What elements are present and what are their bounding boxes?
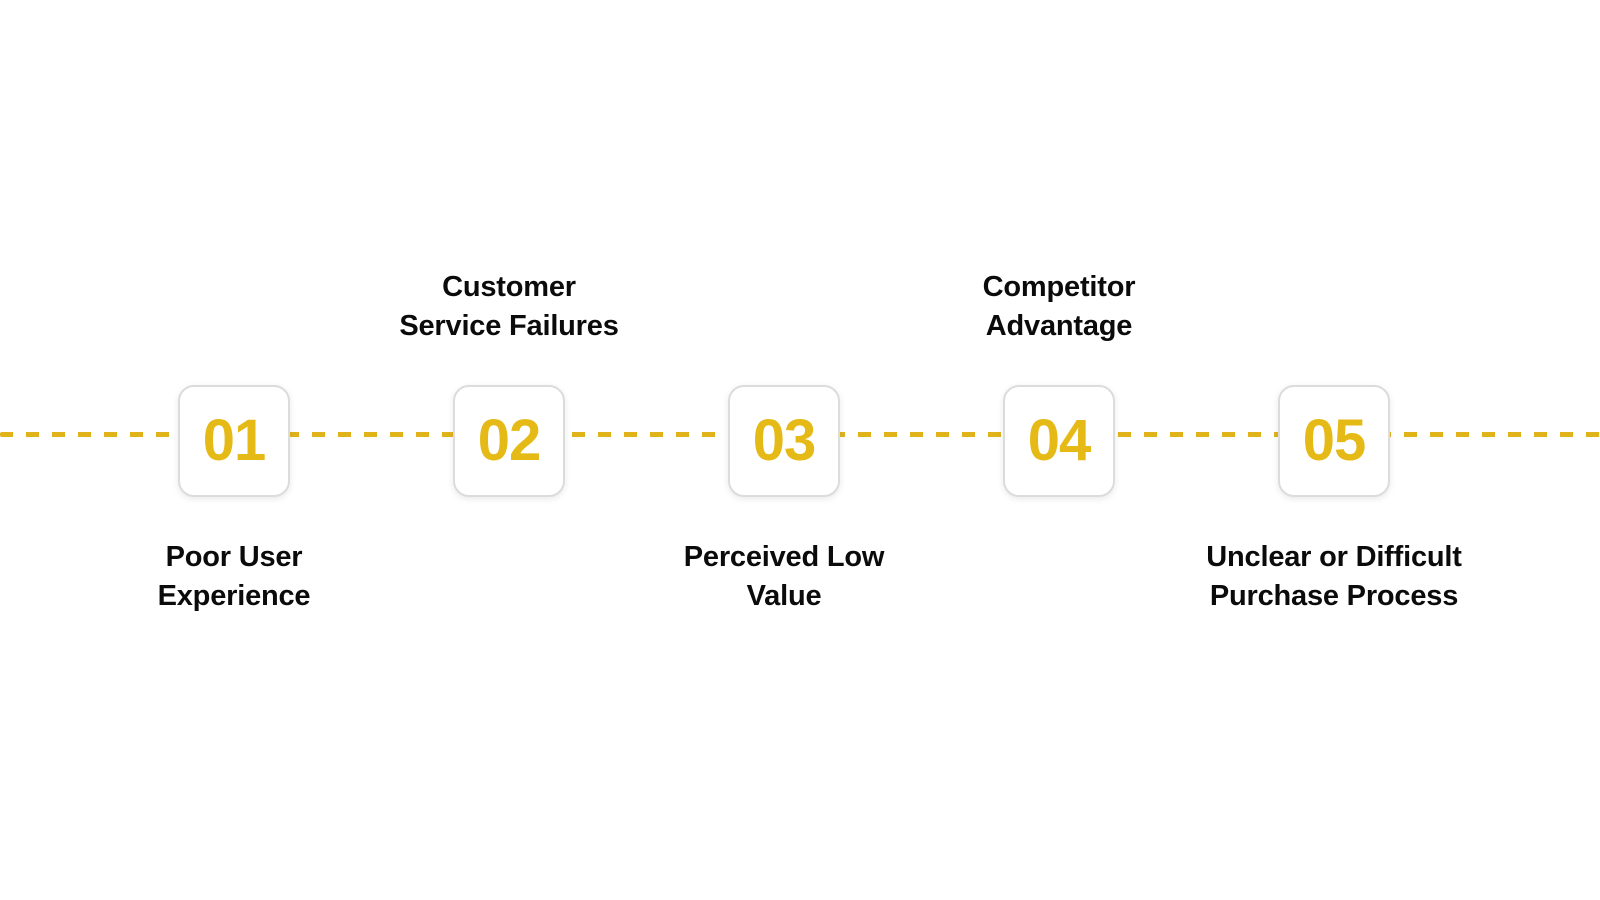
timeline-step-02[interactable]: 02 — [453, 385, 565, 497]
step-number-card[interactable]: 02 — [453, 385, 565, 497]
step-number-card[interactable]: 05 — [1278, 385, 1390, 497]
step-number-text: 02 — [477, 408, 542, 473]
step-label-04: Competitor Advantage — [982, 271, 1136, 342]
step-number-card[interactable]: 04 — [1003, 385, 1115, 497]
step-label-05: Unclear or Difficult Purchase Process — [1206, 541, 1462, 612]
step-number-card[interactable]: 03 — [728, 385, 840, 497]
timeline-step-05[interactable]: 05 — [1278, 385, 1390, 497]
timeline-step-01[interactable]: 01 — [178, 385, 290, 497]
timeline-step-04[interactable]: 04 — [1003, 385, 1115, 497]
timeline-step-03[interactable]: 03 — [728, 385, 840, 497]
step-number-card[interactable]: 01 — [178, 385, 290, 497]
step-label-01: Poor User Experience — [157, 541, 311, 612]
step-label-03: Perceived Low Value — [683, 541, 885, 612]
step-number-text: 03 — [752, 408, 817, 473]
step-number-text: 01 — [202, 408, 267, 473]
step-number-text: 04 — [1027, 408, 1092, 473]
step-label-02: Customer Service Failures — [399, 271, 619, 342]
step-number-text: 05 — [1302, 408, 1367, 473]
